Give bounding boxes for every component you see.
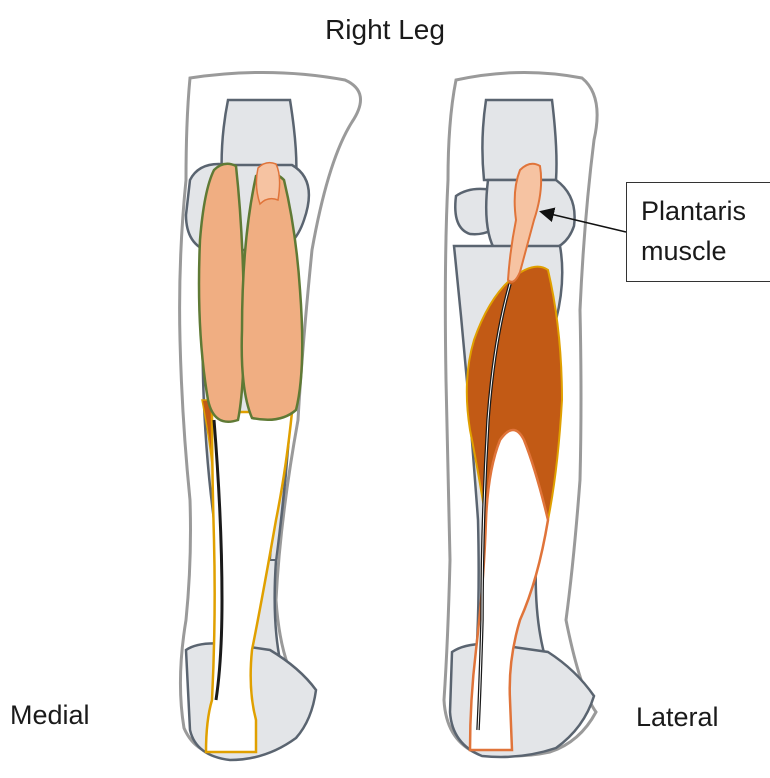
callout-line-2: muscle	[641, 231, 770, 271]
lateral-label: Lateral	[636, 702, 719, 733]
medial-label: Medial	[10, 700, 90, 731]
lateral-leg	[444, 72, 597, 757]
medial-plantaris-muscle	[256, 163, 279, 204]
plantaris-callout-box: Plantaris muscle	[626, 182, 770, 282]
callout-line-1: Plantaris	[641, 191, 770, 231]
medial-gastrocnemius-head	[199, 164, 244, 422]
medial-leg	[180, 72, 361, 760]
lateral-femur-bone	[482, 100, 556, 180]
